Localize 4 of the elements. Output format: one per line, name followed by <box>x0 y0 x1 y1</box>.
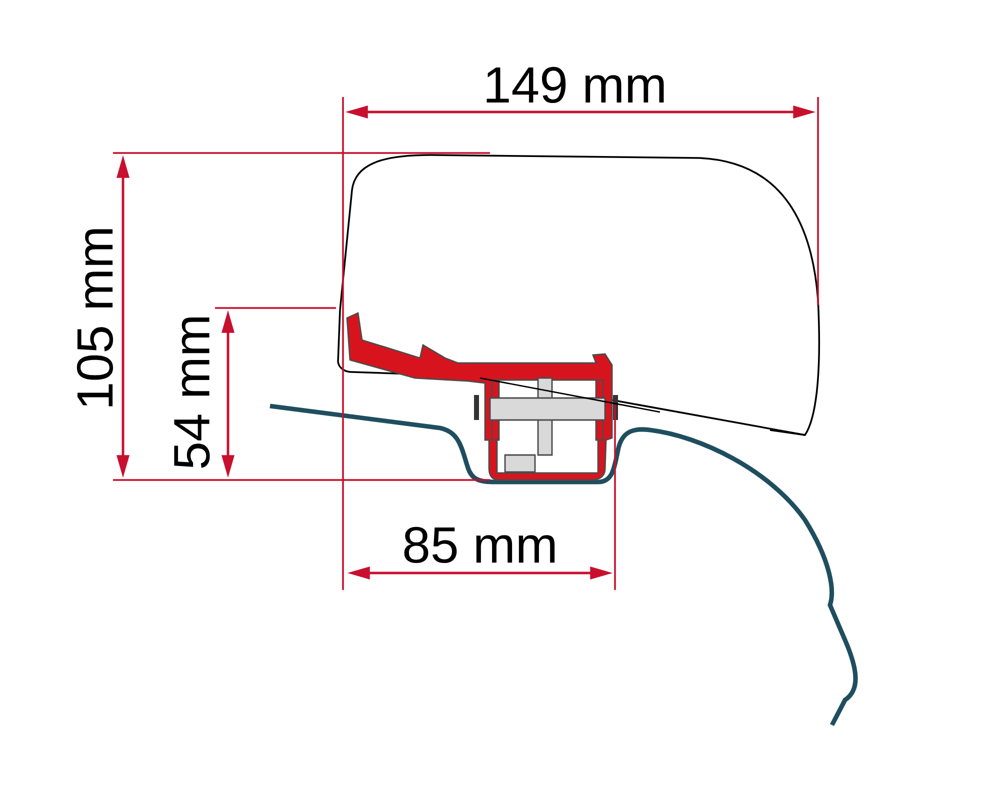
dimension-label: 149 mm <box>486 66 664 104</box>
dimension-label: 85 mm <box>404 526 555 564</box>
dimension-label: 54 mm <box>174 317 210 468</box>
dimension-label: 105 mm <box>76 229 114 406</box>
